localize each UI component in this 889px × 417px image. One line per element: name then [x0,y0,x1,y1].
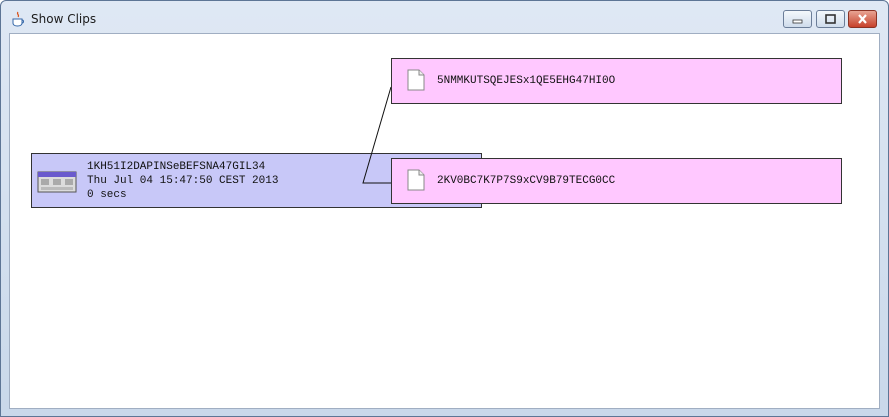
maximize-button[interactable] [816,10,845,28]
clip-id-label: 1KH51I2DAPINSeBEFSNA47GIL34 [87,161,266,173]
maximize-icon [825,14,836,24]
clip-duration-label: 0 secs [87,189,127,201]
java-cup-icon [12,11,24,27]
close-button[interactable] [848,10,877,28]
close-icon [858,14,867,24]
clip-date-label: Thu Jul 04 15:47:50 CEST 2013 [87,175,279,187]
clip-id-label: 5NMMKUTSQEJESx1QE5EHG47HI0O [437,75,616,87]
film-strip-icon [37,171,77,193]
clip-node[interactable]: 5NMMKUTSQEJESx1QE5EHG47HI0O [391,58,842,104]
document-icon [407,69,425,91]
document-icon [407,169,425,191]
minimize-icon [792,19,803,24]
clips-panel: 1KH51I2DAPINSeBEFSNA47GIL34 Thu Jul 04 1… [9,33,880,409]
title-bar[interactable]: Show Clips [1,1,888,33]
clips-graph: 1KH51I2DAPINSeBEFSNA47GIL34 Thu Jul 04 1… [10,34,879,408]
clip-node[interactable]: 2KV0BC7K7P7S9xCV9B79TECG0CC [391,158,842,204]
window-title: Show Clips [31,12,97,26]
connector-line [362,86,392,184]
connector-lines [362,86,392,184]
minimize-button[interactable] [783,10,812,28]
clip-id-label: 2KV0BC7K7P7S9xCV9B79TECG0CC [437,175,616,187]
